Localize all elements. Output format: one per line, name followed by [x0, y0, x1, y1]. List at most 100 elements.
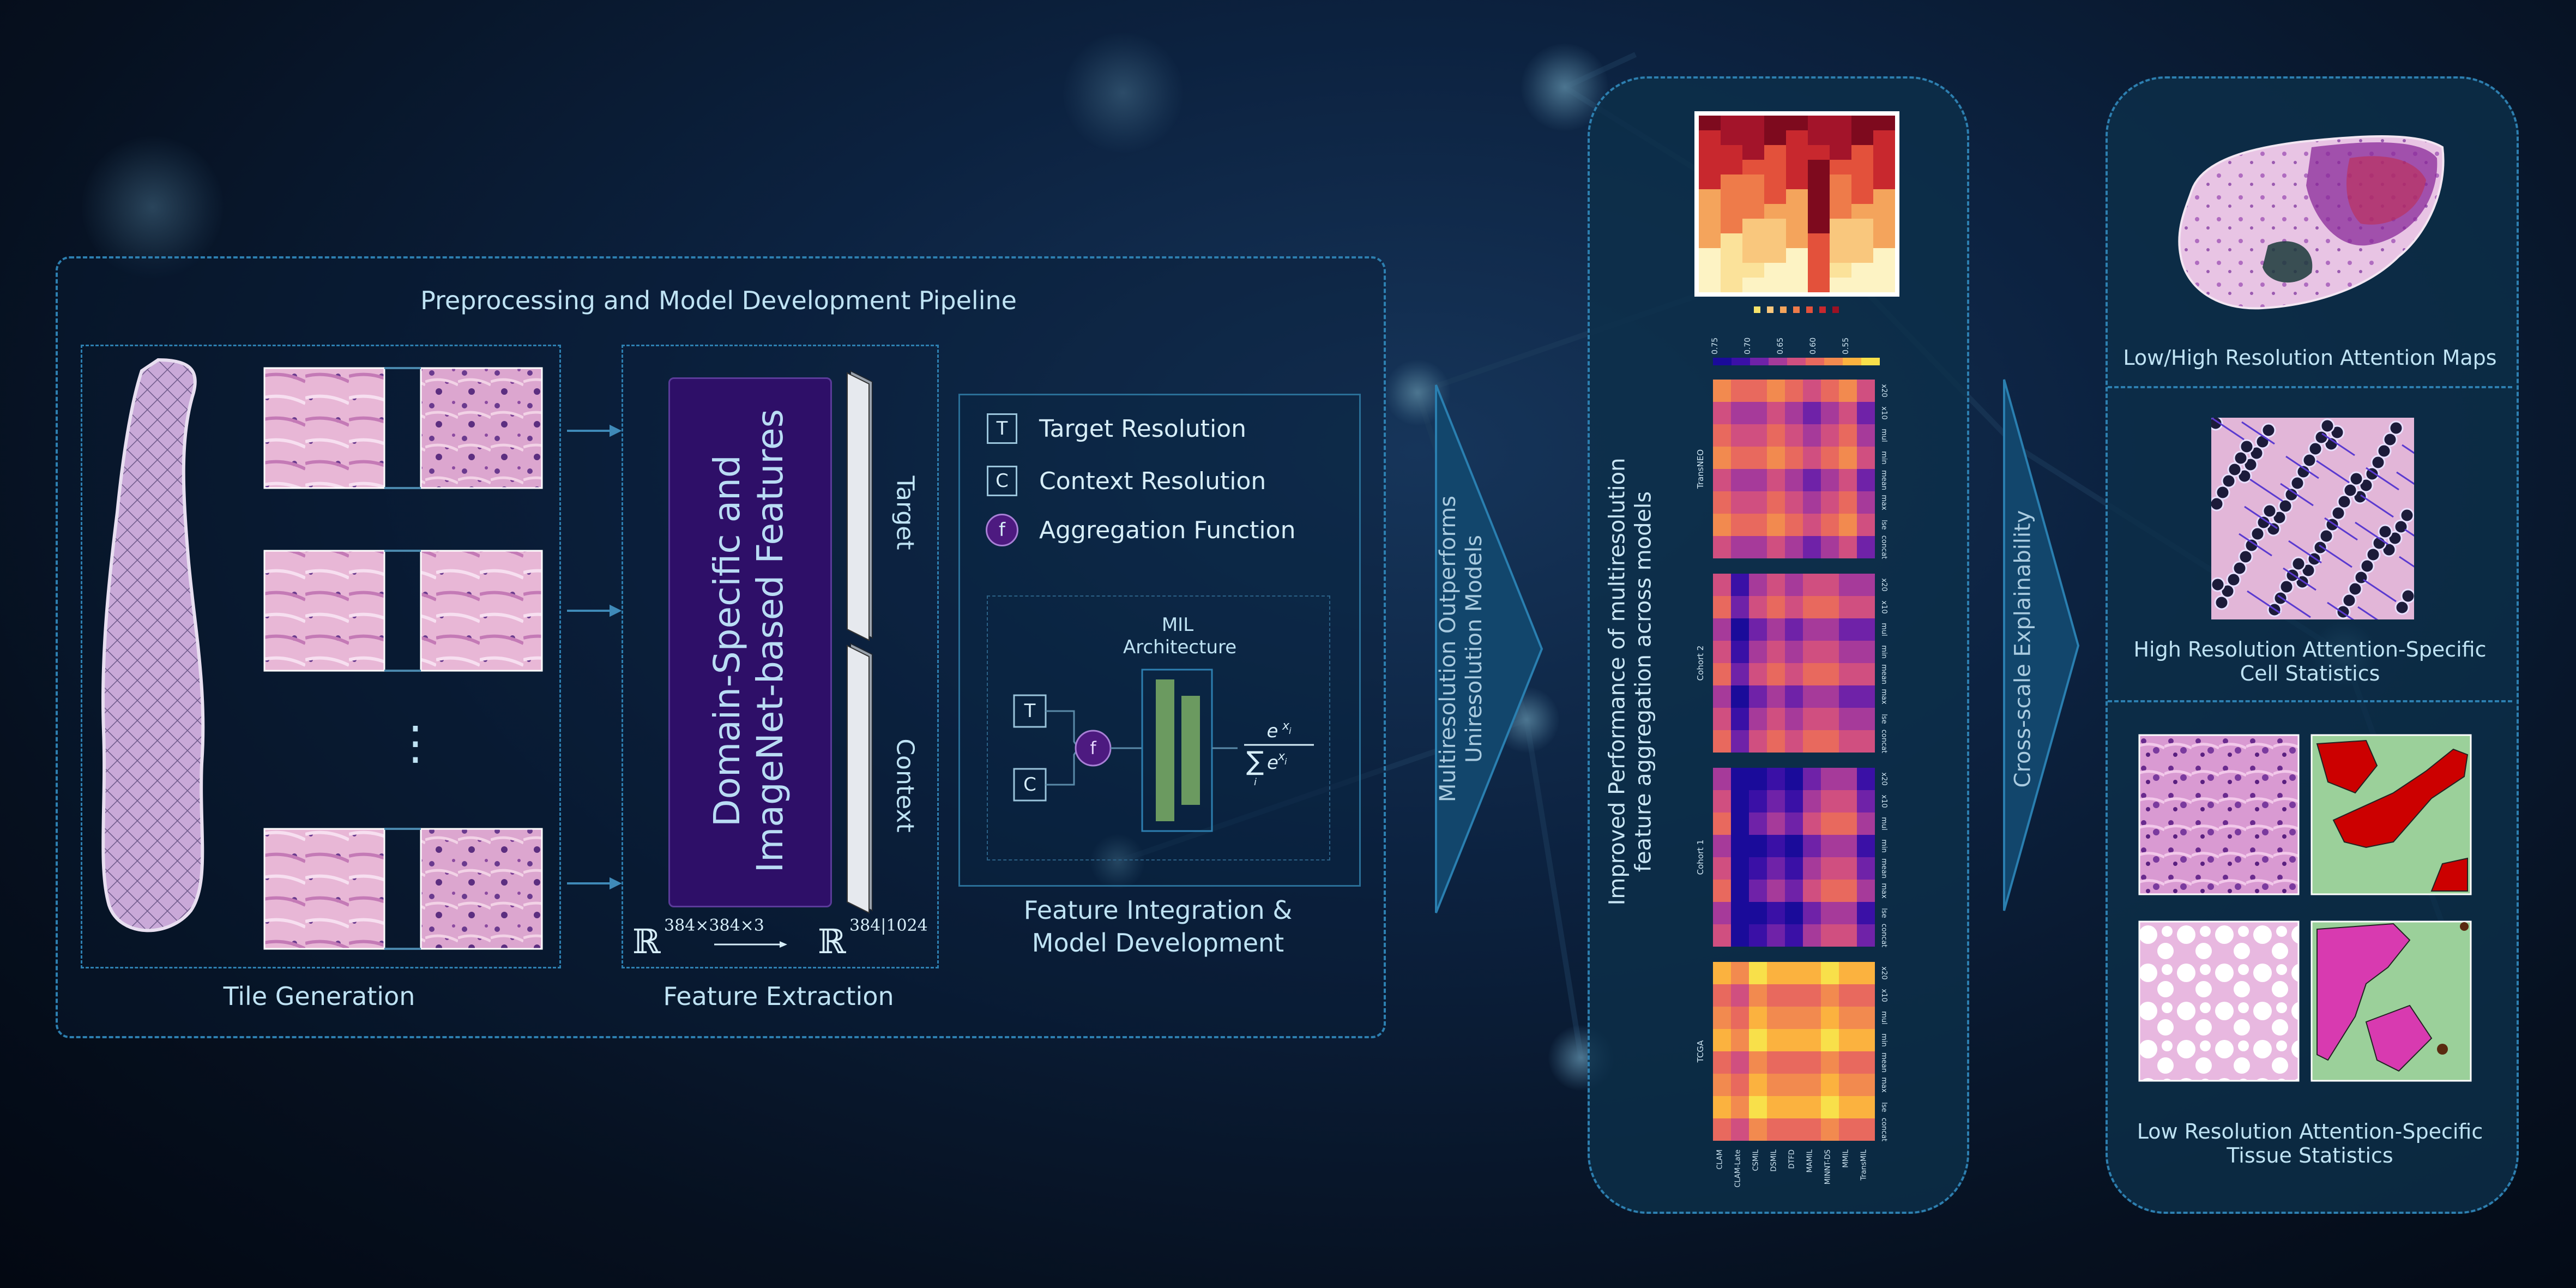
heatmap-row-label: x20	[1880, 384, 1888, 397]
heatmap-row-label: min	[1880, 1033, 1888, 1047]
heatmap-cell	[1857, 402, 1875, 424]
heatmap-cell	[1839, 1029, 1857, 1051]
heatmap-row-label: lse	[1880, 1102, 1888, 1112]
heatmap-cell	[1731, 1051, 1749, 1074]
cell-marker	[2393, 519, 2409, 534]
heatmap-cell	[1785, 514, 1803, 536]
summary-heatmap-cell	[1699, 248, 1721, 263]
heatmap-cell	[1731, 663, 1749, 685]
heatmap-cell	[1731, 880, 1749, 902]
summary-heatmap-cell	[1808, 278, 1830, 292]
heatmap-cell	[1731, 618, 1749, 641]
cell-edge	[2321, 432, 2355, 456]
cell-marker	[2331, 505, 2346, 521]
heatmap-cell	[1857, 469, 1875, 491]
flow-arrow-1	[1435, 384, 1543, 913]
heatmap-cell	[1803, 536, 1821, 558]
legend-target-symbol: T	[987, 413, 1017, 444]
attention-maps-label: Low/High Resolution Attention Maps	[2123, 346, 2497, 370]
heatmap-row-label: concat	[1880, 1118, 1888, 1142]
heatmap-cell	[1857, 424, 1875, 447]
cell-marker	[2366, 547, 2381, 562]
heatmap-cell	[1821, 768, 1839, 790]
cell-edge	[2324, 517, 2358, 541]
summary-heatmap-cell	[1721, 174, 1742, 189]
summary-heatmap-cell	[1721, 116, 1742, 130]
heatmap-cell	[1857, 596, 1875, 618]
heatmap-cell	[1767, 469, 1785, 491]
colorbar-segment	[1824, 358, 1843, 365]
summary-heatmap-cell	[1873, 233, 1895, 248]
heatmap-cell	[1803, 663, 1821, 685]
heatmap-cell	[1785, 618, 1803, 641]
heatmap-cell	[1785, 402, 1803, 424]
heatmap-cell	[1731, 536, 1749, 558]
summary-heatmap-cell	[1830, 116, 1851, 130]
tile-pair-1	[263, 367, 543, 489]
legend-context-symbol: C	[987, 466, 1017, 496]
heatmap-cell	[1713, 962, 1731, 984]
cell-marker	[2313, 540, 2328, 555]
heatmap-cell	[1839, 730, 1857, 753]
heatmap-row-label: concat	[1880, 535, 1888, 559]
heatmap-cell	[1713, 641, 1731, 663]
colorbar-segment	[1769, 358, 1787, 365]
heatmap-row-label: mean	[1880, 470, 1888, 490]
summary-heatmap-cell	[1742, 204, 1764, 219]
cell-marker	[2320, 418, 2335, 434]
heatmap-cell	[1731, 424, 1749, 447]
summary-heatmap-cell	[1808, 145, 1830, 160]
heatmap-cell	[1749, 514, 1767, 536]
heatmap-cell	[1839, 596, 1857, 618]
summary-heatmap-cell	[1830, 145, 1851, 160]
cell-marker	[2244, 538, 2259, 553]
context-label: Context	[891, 738, 919, 833]
bg-node	[82, 136, 224, 278]
svg-text:∑: ∑	[1246, 746, 1264, 777]
heatmap-cell	[1839, 790, 1857, 812]
heatmap-cell	[1839, 402, 1857, 424]
summary-heatmap-cell	[1742, 278, 1764, 292]
heatmap-cell	[1803, 1074, 1821, 1096]
heatmap-cell	[1713, 380, 1731, 402]
mil-title: MIL Architecture	[1123, 614, 1236, 659]
heatmap-cell	[1749, 574, 1767, 596]
heatmap-cell	[1713, 574, 1731, 596]
summary-heatmap-cell	[1830, 174, 1851, 189]
summary-heatmap	[1694, 111, 1899, 297]
svg-text:i: i	[1284, 756, 1287, 767]
heatmap-cell	[1767, 685, 1785, 708]
heatmap-cell	[1749, 380, 1767, 402]
heatmap-cell	[1839, 1007, 1857, 1029]
summary-heatmap-cell	[1721, 219, 1742, 233]
summary-heatmap-cell	[1786, 160, 1808, 174]
heatmap-cell	[1713, 618, 1731, 641]
heatmap-cell	[1839, 1051, 1857, 1074]
cell-marker	[2370, 455, 2386, 470]
flow-arrow-1-line2: Uniresolution Models	[1462, 535, 1487, 763]
cell-marker	[2278, 498, 2293, 514]
heatmap-cell	[1785, 1096, 1803, 1118]
heatmap-cell	[1821, 790, 1839, 812]
heatmap-cell	[1821, 402, 1839, 424]
heatmap-cell	[1749, 1007, 1767, 1029]
heatmap-cell	[1731, 902, 1749, 924]
feature-vectors	[847, 370, 873, 914]
summary-heatmap-cell	[1764, 219, 1786, 233]
heatmap-cell	[1785, 1074, 1803, 1096]
summary-heatmap-cell	[1764, 204, 1786, 219]
summary-heatmap-cell	[1851, 219, 1873, 233]
colorbar-segment	[1806, 358, 1824, 365]
heatmap-cell	[1821, 924, 1839, 947]
heatmap-cell	[1857, 730, 1875, 753]
cell-edge	[2288, 540, 2322, 564]
summary-heatmap-cell	[1873, 248, 1895, 263]
heatmap-cell	[1713, 1074, 1731, 1096]
heatmap-row-label: x20	[1880, 772, 1888, 785]
summary-heatmap-cell	[1721, 204, 1742, 219]
summary-heatmap-cell	[1742, 160, 1764, 174]
heatmap-cell	[1749, 924, 1767, 947]
legend-target-label: Target Resolution	[1039, 414, 1247, 443]
